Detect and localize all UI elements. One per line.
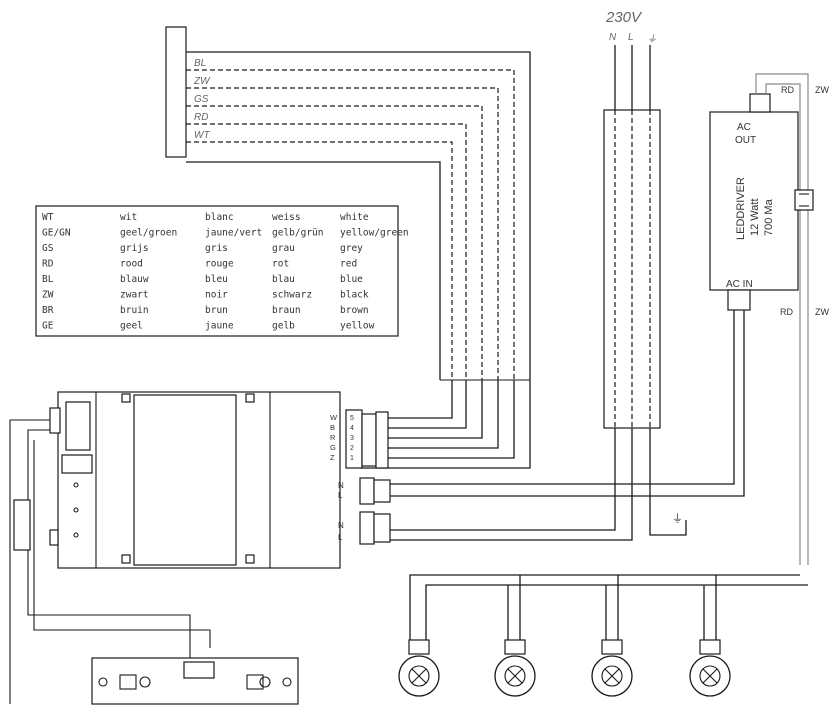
lamp-4 — [689, 639, 731, 697]
driver-wire-rd-bottom: RD — [780, 307, 793, 317]
color-table-cell: weiss — [272, 212, 301, 223]
color-table-cell: black — [340, 290, 369, 301]
switch-terminal-n: N — [338, 481, 344, 490]
color-table-cell: bleu — [205, 274, 228, 285]
bus-wire-label: BL — [194, 58, 206, 69]
bus-terminal-label: R — [330, 433, 336, 442]
color-table-cell: jaune/vert — [205, 228, 262, 239]
color-table-cell: blanc — [205, 212, 234, 223]
color-table-cell: GS — [42, 243, 54, 254]
color-table-cell: noir — [205, 290, 228, 301]
bus-terminal-number: 4 — [350, 425, 354, 432]
driver-wattage: 12 Watt — [749, 199, 761, 237]
wire-connector — [794, 189, 814, 211]
wall-switch[interactable] — [91, 657, 299, 705]
lamp-1 — [398, 639, 440, 697]
color-table-cell: braun — [272, 305, 301, 316]
color-table-cell: ZW — [42, 290, 54, 301]
switch-terminal-l: L — [338, 491, 343, 500]
bus-connector: BL ZW GS RD WT — [165, 26, 531, 469]
color-table-cell: BL — [42, 274, 54, 285]
bus-terminal-number: 3 — [350, 435, 354, 442]
color-table-cell: gelb/grün — [272, 228, 323, 239]
color-table-cell: brown — [340, 305, 369, 316]
lamp-2 — [494, 639, 536, 697]
bus-terminal-number: 1 — [350, 455, 354, 462]
mains-supply: 230V N L ⏚ ⏚ — [360, 9, 687, 541]
color-table-cell: white — [340, 212, 369, 223]
voltage-label: 230V — [605, 9, 643, 26]
bus-terminal-label: B — [330, 423, 335, 432]
color-table-cell: blau — [272, 274, 295, 285]
color-table-cell: wit — [120, 212, 137, 223]
bus-wire-label: WT — [194, 130, 210, 141]
driver-title: LEDDRIVER — [735, 177, 747, 240]
color-table-cell: zwart — [120, 290, 149, 301]
color-table-cell: GE/GN — [42, 228, 71, 239]
earth-label: ⏚ — [647, 34, 657, 45]
lamp-bus — [409, 574, 808, 640]
lamp-3 — [591, 639, 633, 697]
bus-terminal-label: G — [330, 443, 336, 452]
color-table-cell: jaune — [205, 321, 234, 332]
color-table-cell: rood — [120, 259, 143, 270]
ac-in-label: AC IN — [726, 279, 753, 290]
color-table-cell: geel/groen — [120, 228, 177, 239]
driver-wire-zw-top: ZW — [815, 85, 829, 95]
color-table-cell: GE — [42, 321, 54, 332]
bus-terminal-number: 5 — [350, 415, 354, 422]
color-table-cell: geel — [120, 321, 143, 332]
color-table-cell: BR — [42, 305, 54, 316]
color-table-cell: blauw — [120, 274, 149, 285]
neutral-label: N — [609, 32, 617, 43]
color-table-cell: rot — [272, 259, 289, 270]
color-table-cell: brun — [205, 305, 228, 316]
earth-symbol: ⏚ — [672, 512, 683, 525]
live-label: L — [628, 32, 634, 43]
color-table-cell: schwarz — [272, 290, 312, 301]
driver-wire-rd-top: RD — [781, 85, 794, 95]
bus-wire-label: ZW — [193, 76, 211, 87]
power-terminal-n: N — [338, 521, 344, 530]
driver-current: 700 Ma — [763, 198, 775, 236]
cable-duct — [603, 109, 661, 429]
color-table-cell: blue — [340, 274, 363, 285]
ac-out-label-1: AC — [737, 122, 751, 133]
color-table-cell: grijs — [120, 243, 149, 254]
terminal-labels-bus: W 5B 4R 3G 2Z 1 — [330, 413, 354, 462]
color-table-cell: yellow — [340, 321, 375, 332]
power-terminal-l: L — [338, 533, 343, 542]
bus-terminal-number: 2 — [350, 445, 354, 452]
color-table-cell: gelb — [272, 321, 295, 332]
color-table-cell: grau — [272, 243, 295, 254]
control-module: W 5B 4R 3G 2Z 1 N L N L — [49, 391, 391, 569]
bus-wire-labels: BL ZW GS RD WT — [193, 58, 211, 141]
led-driver: AC OUT AC IN LEDDRIVER 12 Watt 700 Ma RD… — [390, 73, 829, 565]
color-table-cell: bruin — [120, 305, 149, 316]
color-table-cell: yellow/green — [340, 228, 409, 239]
bus-terminal-label: W — [330, 413, 338, 422]
bus-wire-label: RD — [194, 112, 208, 123]
color-table-cell: grey — [340, 243, 363, 254]
color-table-cell: WT — [42, 212, 54, 223]
color-table-cell: RD — [42, 259, 54, 270]
color-table-cell: red — [340, 259, 357, 270]
color-table-cell: rouge — [205, 259, 234, 270]
lamps — [398, 639, 731, 697]
ac-out-label-2: OUT — [735, 135, 756, 146]
bus-wire-label: GS — [194, 94, 209, 105]
color-table-cell: gris — [205, 243, 228, 254]
bus-terminal-label: Z — [330, 453, 335, 462]
switch-cable — [9, 419, 211, 704]
driver-wire-zw-bottom: ZW — [815, 307, 829, 317]
